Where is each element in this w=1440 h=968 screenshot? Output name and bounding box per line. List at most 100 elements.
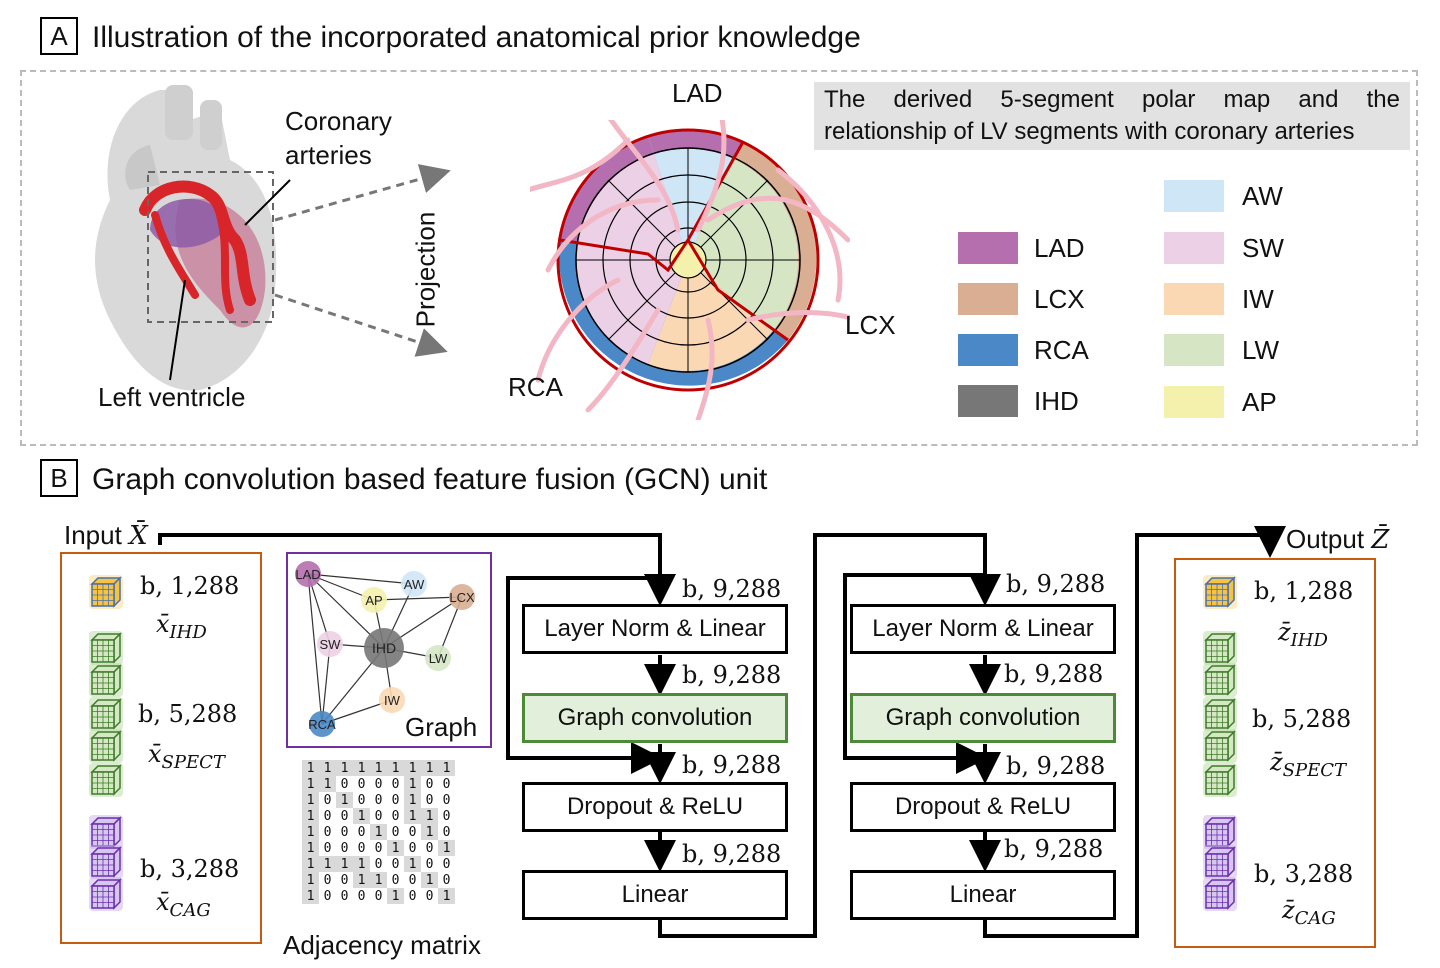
adjacency-cell: 0 bbox=[323, 824, 332, 840]
adjacency-cell: 0 bbox=[340, 808, 349, 824]
output-label: Output Z̄ bbox=[1286, 524, 1389, 555]
adjacency-cell: 0 bbox=[340, 840, 349, 856]
output-dim-ihd: b, 1,288 bbox=[1254, 577, 1354, 605]
stack2-dim-4: b, 9,288 bbox=[1004, 835, 1104, 863]
adjacency-cell: 1 bbox=[302, 872, 319, 888]
adjacency-cell: 1 bbox=[421, 808, 438, 824]
adjacency-cell: 0 bbox=[323, 808, 332, 824]
output-box bbox=[1174, 558, 1376, 948]
graph-edge bbox=[307, 573, 323, 725]
adjacency-cell: 0 bbox=[425, 776, 434, 792]
input-var-spect: x̄SPECT bbox=[148, 740, 225, 773]
left-ventricle-label: Left ventricle bbox=[98, 382, 246, 412]
graph-node-lad bbox=[295, 561, 321, 587]
cube-ihd bbox=[1203, 575, 1237, 609]
graph-edge bbox=[321, 643, 331, 725]
stack2-dim-1: b, 9,288 bbox=[1006, 570, 1106, 598]
adjacency-cell: 1 bbox=[370, 760, 387, 776]
stack1-dim-4: b, 9,288 bbox=[682, 840, 782, 868]
adjacency-cell: 0 bbox=[408, 824, 417, 840]
input-var-ihd-base: x̄ bbox=[156, 610, 170, 638]
cube-spect-2 bbox=[89, 697, 123, 731]
adjacency-cell: 0 bbox=[374, 776, 383, 792]
adjacency-cell: 1 bbox=[404, 792, 421, 808]
adjacency-cell: 0 bbox=[442, 856, 451, 872]
coronary-arteries-label: Coronary arteries bbox=[285, 104, 392, 172]
adjacency-cell: 1 bbox=[404, 856, 421, 872]
polar-map-note: The derived 5-segment polar map and the … bbox=[814, 82, 1410, 150]
adjacency-cell: 1 bbox=[302, 824, 319, 840]
stack2-linear: Linear bbox=[850, 870, 1116, 920]
adjacency-cell: 1 bbox=[421, 760, 438, 776]
graph-node-label-lw: LW bbox=[429, 651, 448, 666]
cube-cag-1 bbox=[89, 845, 123, 879]
adjacency-cell: 0 bbox=[374, 808, 383, 824]
output-var: Z̄ bbox=[1371, 525, 1390, 555]
projection-arrows bbox=[274, 164, 451, 357]
adjacency-cell: 1 bbox=[302, 888, 319, 904]
adjacency-cell: 0 bbox=[425, 856, 434, 872]
input-label-text: Input bbox=[64, 520, 122, 550]
adjacency-cell: 0 bbox=[391, 808, 400, 824]
adjacency-cell: 0 bbox=[323, 872, 332, 888]
graph-edge bbox=[307, 573, 415, 585]
legend-text-ihd: IHD bbox=[1034, 386, 1079, 416]
cube-spect-0 bbox=[1203, 631, 1237, 665]
graph-node-label-aw: AW bbox=[404, 577, 425, 592]
legend-swatch-lad bbox=[958, 232, 1018, 264]
graph-node-ihd bbox=[364, 628, 404, 668]
stack2-graph-convolution: Graph convolution bbox=[850, 693, 1116, 743]
input-var-spect-base: x̄ bbox=[148, 740, 162, 768]
input-var-spect-sub: SPECT bbox=[161, 751, 225, 773]
graph-node-label-ap: AP bbox=[365, 593, 382, 608]
adjacency-cell: 0 bbox=[391, 872, 400, 888]
output-var-cag: z̄CAG bbox=[1282, 896, 1336, 929]
adjacency-cell: 0 bbox=[425, 792, 434, 808]
adjacency-cell: 1 bbox=[387, 888, 404, 904]
section-a-letter: A bbox=[40, 17, 78, 55]
adjacency-cell: 1 bbox=[319, 776, 336, 792]
adjacency-cell: 1 bbox=[438, 840, 455, 856]
adjacency-cell: 0 bbox=[340, 824, 349, 840]
graph-node-label-sw: SW bbox=[320, 637, 342, 652]
legend-swatch-sw bbox=[1164, 232, 1224, 264]
adjacency-cell: 1 bbox=[353, 760, 370, 776]
stack2-dim-3: b, 9,288 bbox=[1006, 752, 1106, 780]
adjacency-cell: 1 bbox=[421, 824, 438, 840]
cube-spect-0 bbox=[89, 631, 123, 665]
adjacency-cell: 0 bbox=[408, 840, 417, 856]
stack1-layernorm-linear: Layer Norm & Linear bbox=[522, 604, 788, 654]
cube-spect-3 bbox=[1203, 729, 1237, 763]
input-label: Input X̄ bbox=[64, 520, 148, 551]
adjacency-cell: 0 bbox=[323, 840, 332, 856]
cube-cag-1 bbox=[1203, 845, 1237, 879]
cube-spect-4 bbox=[89, 763, 123, 797]
output-var-spect-sub: SPECT bbox=[1282, 759, 1347, 781]
adjacency-cell: 0 bbox=[442, 776, 451, 792]
adjacency-cell: 0 bbox=[408, 872, 417, 888]
stack2-dim-2: b, 9,288 bbox=[1004, 660, 1104, 688]
adjacency-cell: 0 bbox=[357, 776, 366, 792]
section-b-letter: B bbox=[40, 459, 78, 497]
adjacency-cell: 0 bbox=[442, 872, 451, 888]
adjacency-cell: 0 bbox=[442, 808, 451, 824]
adjacency-cell: 1 bbox=[421, 872, 438, 888]
graph-edge bbox=[373, 596, 463, 601]
stack2-layernorm-linear: Layer Norm & Linear bbox=[850, 604, 1116, 654]
adjacency-cell: 0 bbox=[425, 840, 434, 856]
adjacency-cell: 1 bbox=[404, 808, 421, 824]
heart-illustration bbox=[95, 85, 291, 391]
cube-spect-4 bbox=[1203, 763, 1237, 797]
adjacency-cell: 0 bbox=[391, 824, 400, 840]
adjacency-cell: 0 bbox=[374, 840, 383, 856]
graph-node-sw bbox=[317, 631, 343, 657]
graph-node-lw bbox=[425, 645, 451, 671]
graph-node-label-rca: RCA bbox=[308, 717, 336, 732]
input-dim-ihd: b, 1,288 bbox=[140, 572, 240, 600]
